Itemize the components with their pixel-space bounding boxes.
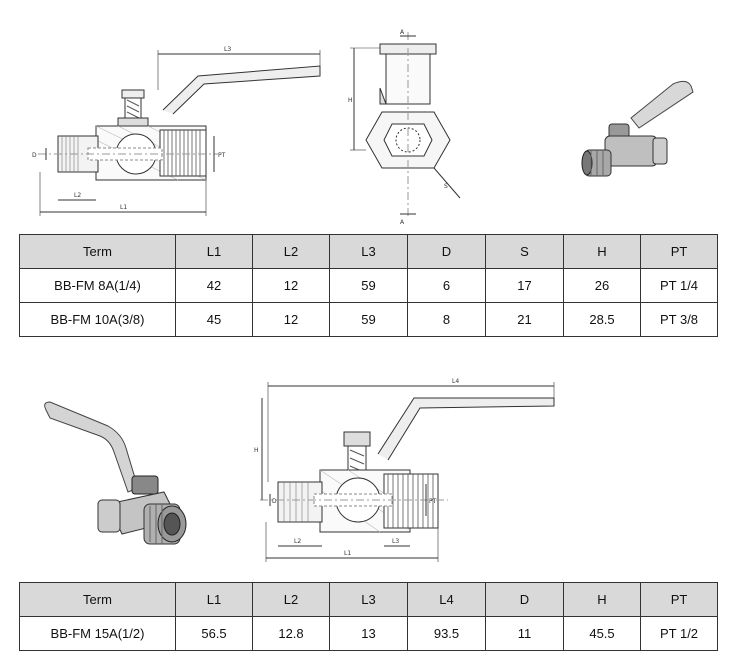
valve-photo-small	[581, 80, 694, 177]
cell-d: 11	[485, 616, 564, 651]
cell-l2: 12.8	[252, 616, 330, 651]
dim-label-l4: L4	[452, 378, 459, 385]
spec-table-15a: Term L1 L2 L3 L4 D H PT BB-FM 15A(1/2) 5…	[19, 582, 718, 651]
cell-l2: 12	[252, 302, 330, 337]
cell-term: BB-FM 15A(1/2)	[19, 616, 176, 651]
header-l3: L3	[329, 582, 408, 617]
header-l1: L1	[175, 582, 253, 617]
header-l3: L3	[329, 234, 408, 269]
header-d: D	[407, 234, 486, 269]
header-l1: L1	[175, 234, 253, 269]
table-header-row: Term L1 L2 L3 D S H PT	[19, 234, 718, 269]
header-term: Term	[19, 582, 176, 617]
dim-label-l1: L1	[120, 204, 127, 211]
header-l2: L2	[252, 234, 330, 269]
header-h: H	[563, 582, 641, 617]
header-pt: PT	[640, 234, 718, 269]
cell-pt: PT 1/2	[640, 616, 718, 651]
header-s: S	[485, 234, 564, 269]
cell-s: 21	[485, 302, 564, 337]
table-row: BB-FM 8A(1/4) 42 12 59 6 17 26 PT 1/4	[19, 268, 718, 303]
dim-label-a-bottom: A	[400, 219, 405, 226]
dim-label-d: D	[272, 498, 277, 505]
dim-label-d: D	[32, 152, 37, 159]
dim-label-s: S	[444, 183, 448, 190]
dim-label-h: H	[254, 447, 259, 454]
cell-h: 28.5	[563, 302, 641, 337]
dim-label-l1: L1	[344, 550, 351, 557]
dim-label-l2: L2	[74, 192, 81, 199]
technical-drawing-side-view-15a: L4 L2 L3 L1 H PT D	[254, 378, 555, 562]
dim-label-l2: L2	[294, 538, 301, 545]
cell-l3: 59	[329, 268, 408, 303]
cell-d: 6	[407, 268, 486, 303]
dim-label-pt: PT	[429, 498, 437, 505]
cell-l1: 45	[175, 302, 253, 337]
dim-label-l3: L3	[392, 538, 399, 545]
header-d: D	[485, 582, 564, 617]
table-row: BB-FM 15A(1/2) 56.5 12.8 13 93.5 11 45.5…	[19, 616, 718, 651]
cell-term: BB-FM 8A(1/4)	[19, 268, 176, 303]
cell-h: 45.5	[563, 616, 641, 651]
cell-l3: 13	[329, 616, 408, 651]
cell-l1: 56.5	[175, 616, 253, 651]
dim-label-pt: PT	[218, 152, 226, 159]
cell-l4: 93.5	[407, 616, 486, 651]
cell-s: 17	[485, 268, 564, 303]
header-h: H	[563, 234, 641, 269]
header-l2: L2	[252, 582, 330, 617]
cell-d: 8	[407, 302, 486, 337]
header-pt: PT	[640, 582, 718, 617]
cell-pt: PT 3/8	[640, 302, 718, 337]
dim-label-a-top: A	[400, 29, 405, 36]
cell-l1: 42	[175, 268, 253, 303]
header-l4: L4	[407, 582, 486, 617]
cell-pt: PT 1/4	[640, 268, 718, 303]
cell-term: BB-FM 10A(3/8)	[19, 302, 176, 337]
dim-label-h: H	[348, 97, 353, 104]
cell-l3: 59	[329, 302, 408, 337]
technical-drawing-front-view: H S A A	[348, 29, 461, 226]
cell-h: 26	[563, 268, 641, 303]
table-header-row: Term L1 L2 L3 L4 D H PT	[19, 582, 718, 617]
table-row: BB-FM 10A(3/8) 45 12 59 8 21 28.5 PT 3/8	[19, 302, 718, 337]
valve-photo-large	[44, 401, 187, 545]
cell-l2: 12	[252, 268, 330, 303]
technical-drawing-side-view: L3 L2 L1 D PT	[32, 46, 321, 216]
spec-table-8a-10a: Term L1 L2 L3 D S H PT BB-FM 8A(1/4) 42 …	[19, 234, 718, 337]
header-term: Term	[19, 234, 176, 269]
dim-label-l3: L3	[224, 46, 231, 53]
